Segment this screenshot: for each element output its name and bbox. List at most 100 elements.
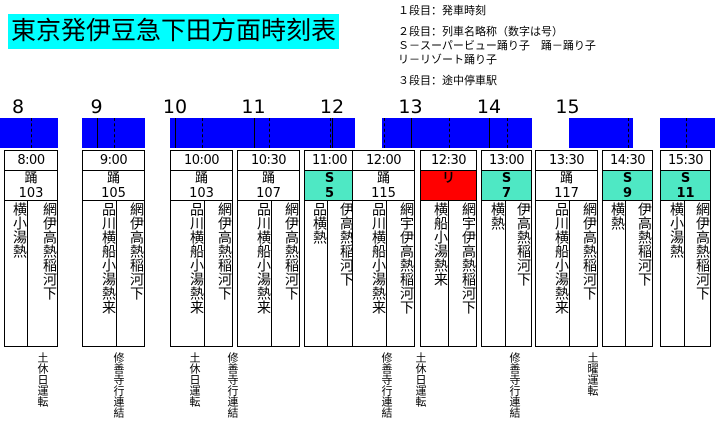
train-type-abbr: 踊 bbox=[261, 171, 275, 186]
stops-right: 伊高熱稲河下 bbox=[505, 201, 531, 346]
train-number: 103 bbox=[18, 186, 44, 201]
stops-area: 品川横船小湯熱来網伊高熱稲河下 bbox=[238, 201, 299, 346]
train-number: 11 bbox=[676, 186, 695, 201]
departure-mark bbox=[627, 118, 629, 148]
train-footnote: 修善寺行連結 bbox=[226, 352, 239, 418]
stops-right: 網宇伊高熱稲河下 bbox=[448, 201, 476, 346]
legend-line-resort-odoriko: リ－リゾート踊り子 bbox=[398, 53, 497, 66]
stops-right: 網伊高熱稲河下 bbox=[27, 201, 57, 346]
hour-tick-12 bbox=[332, 118, 333, 148]
departure-time: 10:30 bbox=[238, 151, 299, 171]
train-footnote: 土休日運転 bbox=[188, 352, 201, 407]
stops-area: 横熱伊高熱稲河下 bbox=[603, 201, 652, 346]
departure-time: 12:00 bbox=[353, 151, 414, 171]
stops-left: 横熱 bbox=[489, 202, 505, 230]
stops-right: 網伊高熱稲河下 bbox=[569, 201, 597, 346]
stops-left: 品川横船小湯熱来 bbox=[370, 202, 386, 314]
train-number: 103 bbox=[189, 186, 214, 201]
train-type-abbr: 踊 bbox=[24, 171, 38, 186]
train-footnote: 修善寺行連結 bbox=[508, 352, 521, 418]
departure-time: 10:00 bbox=[171, 151, 232, 171]
stops-area: 横小湯熱網伊高熱稲河下 bbox=[661, 201, 710, 346]
legend-row-3: ３段目：途中停車駅 bbox=[398, 74, 596, 88]
departure-mark bbox=[329, 118, 331, 148]
stops-area: 品川横船小湯熱来網伊高熱稲河下 bbox=[171, 201, 232, 346]
hour-bar-gap bbox=[633, 118, 660, 148]
departure-mark bbox=[31, 118, 32, 148]
legend-row-1: １段目：発車時刻 bbox=[398, 4, 596, 18]
legend-line-intermediate-stations: ３段目：途中停車駅 bbox=[398, 74, 497, 87]
hour-label-13: 13 bbox=[398, 96, 423, 118]
stops-right: 伊高熱稲河下 bbox=[625, 201, 652, 346]
stops-left: 横熱 bbox=[609, 202, 625, 230]
stops-area: 横船小湯熱来網宇伊高熱稲河下 bbox=[421, 201, 476, 346]
hour-bar bbox=[0, 118, 715, 148]
stops-left: 品横熱 bbox=[311, 202, 327, 244]
stops-left: 品川横船小湯熱来 bbox=[188, 202, 204, 314]
hour-label-11: 11 bbox=[241, 96, 266, 118]
stops-right: 網伊高熱稲河下 bbox=[116, 201, 144, 346]
hour-tick-11 bbox=[253, 118, 255, 148]
train-type-abbr: 踊 bbox=[194, 171, 208, 186]
train-type-abbr: S bbox=[501, 171, 512, 186]
departure-mark bbox=[448, 118, 450, 148]
train-number: 117 bbox=[554, 186, 579, 201]
train-type-abbr: 踊 bbox=[106, 171, 120, 186]
train-type-abbr: 踊 bbox=[559, 171, 573, 186]
stops-area: 横熱伊高熱稲河下 bbox=[482, 201, 531, 346]
stops-left: 品川横船小湯熱来 bbox=[255, 202, 271, 314]
hour-tick-10 bbox=[175, 118, 176, 148]
departure-mark bbox=[201, 118, 203, 148]
stops-area: 品川横船小湯熱来網伊高熱稲河下 bbox=[536, 201, 597, 346]
train-footnote: 土休日運転 bbox=[36, 352, 49, 407]
stops-left: 横小湯熱 bbox=[668, 202, 684, 258]
departure-time: 13:00 bbox=[482, 151, 531, 171]
stops-right: 伊高熱稲河下 bbox=[327, 201, 354, 346]
hour-tick-14 bbox=[489, 118, 490, 148]
train-type-abbr: S bbox=[324, 171, 335, 186]
train-footnote: 土曜運転 bbox=[586, 352, 599, 396]
departure-time: 14:30 bbox=[603, 151, 652, 171]
train-number: 9 bbox=[622, 186, 633, 201]
hour-label-12: 12 bbox=[319, 96, 345, 118]
train-type-abbr: 踊 bbox=[376, 171, 390, 186]
departure-time: 13:30 bbox=[536, 151, 597, 171]
train-number: 5 bbox=[324, 186, 335, 201]
hour-bar-gap bbox=[58, 118, 82, 148]
train-number: 105 bbox=[101, 186, 126, 201]
hour-label-14: 14 bbox=[476, 96, 502, 118]
stops-left: 横小湯熱 bbox=[11, 202, 27, 258]
train-type-abbr: S bbox=[622, 171, 633, 186]
departure-time: 15:30 bbox=[661, 151, 710, 171]
hour-label-10: 10 bbox=[162, 96, 188, 118]
departure-mark bbox=[113, 118, 115, 148]
train-type-abbr: S bbox=[680, 171, 691, 186]
page-title: 東京発伊豆急下田方面時刻表 bbox=[8, 14, 340, 49]
stops-right: 網伊高熱稲河下 bbox=[684, 201, 710, 346]
stops-right: 網伊高熱稲河下 bbox=[204, 201, 232, 346]
train-footnote: 修善寺行連結 bbox=[380, 352, 393, 418]
stops-area: 横小湯熱網伊高熱稲河下 bbox=[5, 201, 57, 346]
stops-area: 品川横船小湯熱来網宇伊高熱稲河下 bbox=[353, 201, 414, 346]
legend-line-superview-odoriko: Ｓ－スーパービュー踊り子 踊－踊り子 bbox=[398, 39, 596, 52]
stops-right: 網宇伊高熱稲河下 bbox=[386, 201, 414, 346]
